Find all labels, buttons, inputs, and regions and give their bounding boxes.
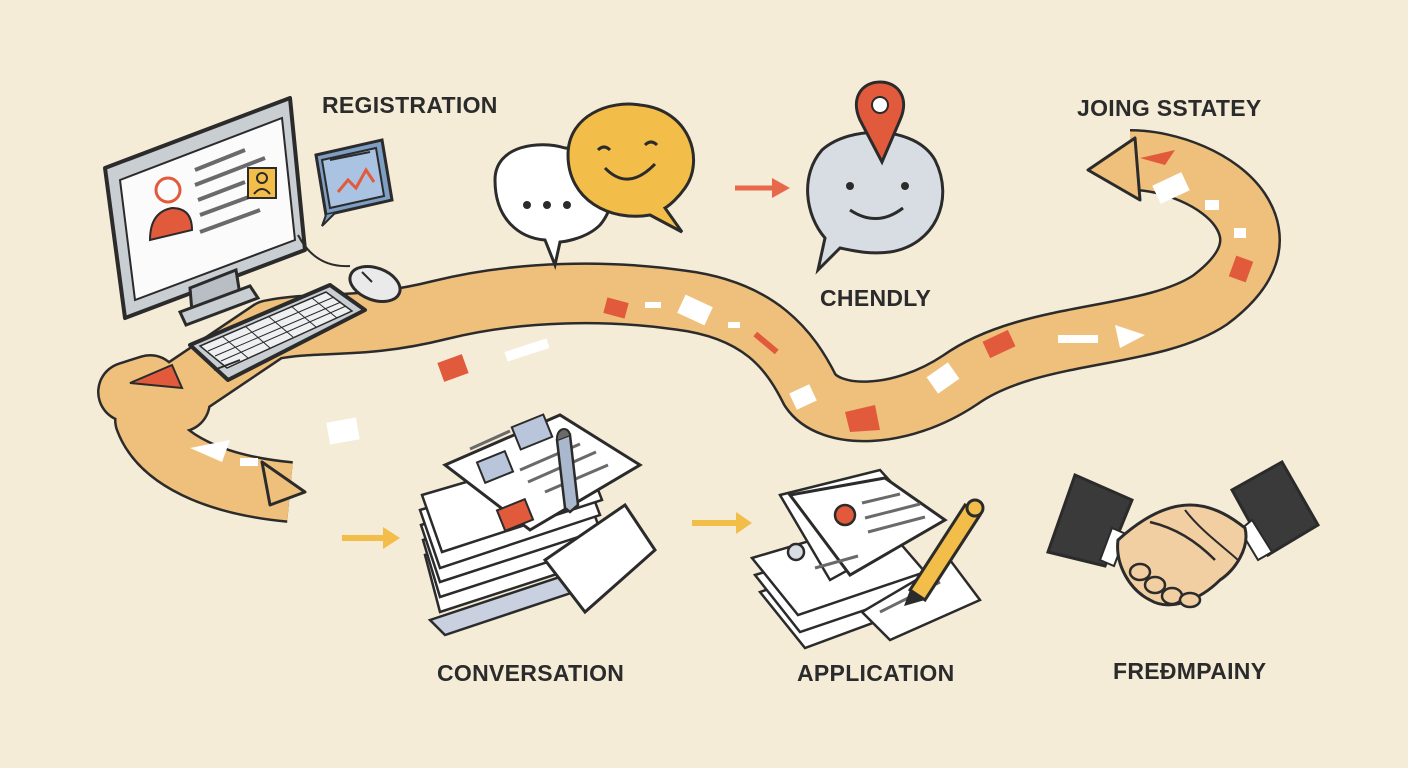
step-label-conversation: CONVERSATION [437, 660, 625, 686]
step-label-joining-strategy: JOING SSTATEY [1077, 95, 1262, 121]
pen-icon [904, 498, 985, 606]
keyboard-icon [188, 283, 367, 382]
mouse-icon [348, 265, 402, 303]
handshake-icon [1046, 459, 1321, 609]
arrow-icon [692, 512, 752, 534]
winding-path [97, 129, 1281, 523]
arrow-icon [735, 178, 790, 198]
path-markers [190, 172, 1254, 466]
step-label-application: APPLICATION [797, 660, 955, 686]
chart-card-icon [314, 138, 394, 227]
computer-icon [103, 96, 307, 327]
location-pin-icon [806, 80, 945, 275]
document-stack-icon [749, 468, 982, 650]
step-label-friendly: CHENDLY [820, 285, 932, 311]
step-label-company: FREÐMPAINY [1113, 658, 1267, 684]
path-arrowhead-top [1086, 136, 1142, 202]
step-label-registration: REGISTRATION [322, 92, 498, 118]
arrow-icon [342, 527, 400, 549]
smiley-bubble-icon [566, 102, 695, 234]
document-stack-icon [418, 413, 657, 637]
path-arrowhead-bottom [260, 460, 307, 507]
pen-icon [555, 428, 580, 514]
